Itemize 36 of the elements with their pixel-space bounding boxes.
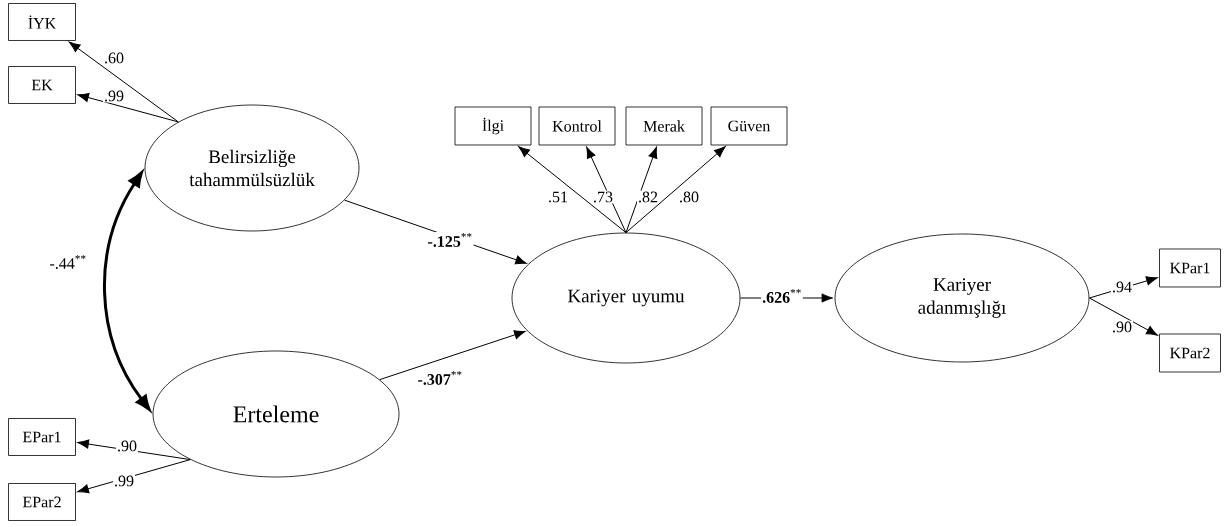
edge-label: .99 (113, 474, 135, 488)
path-arrow (77, 459, 191, 494)
indicator-box: Kontrol (538, 106, 616, 146)
indicator-box: İYK (8, 3, 76, 41)
edge-label: .73 (592, 190, 614, 204)
edge-label: .99 (103, 89, 125, 103)
edge-label: .80 (678, 190, 700, 204)
edge-label: .51 (547, 190, 569, 204)
path-arrow (77, 439, 191, 461)
indicator-box: EPar1 (8, 418, 76, 456)
path-arrow (586, 146, 627, 234)
indicator-box: KPar1 (1159, 248, 1221, 288)
path-arrow (625, 146, 726, 234)
edge-label: .90 (116, 439, 138, 453)
path-arrow (625, 146, 658, 234)
path-arrow (379, 330, 526, 381)
indicator-box: EK (8, 66, 76, 104)
indicator-box: Güven (710, 106, 788, 146)
path-arrow (518, 146, 627, 234)
indicator-box: İlgi (454, 106, 532, 146)
indicator-box: Merak (625, 106, 703, 146)
edge-label: .60 (103, 51, 125, 65)
edge-label: -.125$^{**}$ (426, 232, 474, 248)
edge-label: .626$^{**}$ (761, 288, 803, 304)
path-arrow (68, 41, 179, 123)
path-arrow (1088, 276, 1158, 299)
edge-label: .90 (1111, 320, 1133, 334)
indicator-box: KPar2 (1159, 333, 1221, 373)
path-arrow (77, 93, 179, 123)
edge-label: .94 (1111, 280, 1133, 294)
indicator-box: EPar2 (8, 483, 76, 521)
edge-label: .82 (637, 190, 659, 204)
edge-label: -.44$^{**}$ (48, 254, 88, 270)
path-arrow (103, 171, 151, 411)
edge-label: -.307$^{**}$ (416, 370, 464, 386)
path-arrow (1088, 297, 1158, 336)
